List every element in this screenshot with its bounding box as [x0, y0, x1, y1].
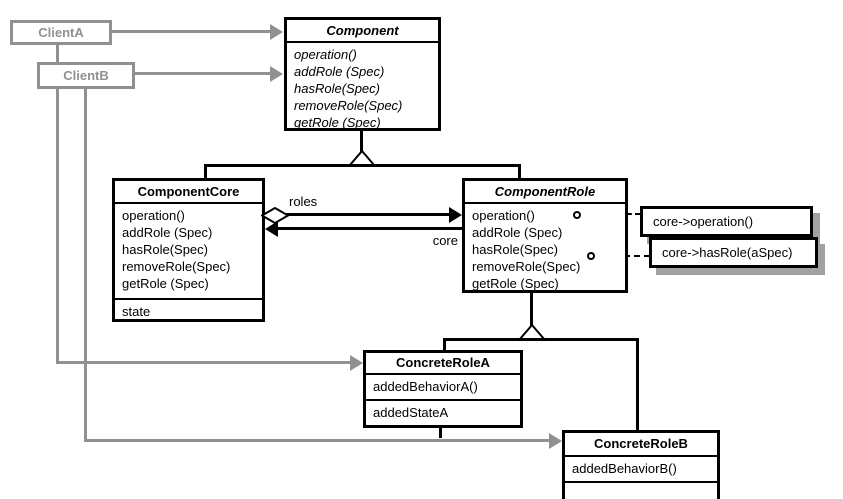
class-attributes: addedStateA [366, 399, 520, 425]
aggregation-diamond-icon [261, 207, 289, 224]
method: getRole (Spec) [122, 276, 209, 291]
method: operation() [472, 208, 535, 223]
core-edge-label: core [432, 233, 458, 248]
association-core-line [278, 227, 462, 230]
class-attributes: state [115, 298, 262, 324]
arrowhead-right-icon [449, 207, 462, 223]
inheritance-drop-core [204, 164, 207, 178]
component-inheritance-stem [360, 131, 363, 153]
method: operation() [294, 47, 357, 62]
class-title: ConcreteRoleA [366, 353, 520, 375]
class-title: Component [287, 20, 438, 43]
attribute: addedStateA [373, 405, 449, 420]
client-b-label: ClientB [63, 68, 109, 83]
method: removeRole(Spec) [472, 259, 581, 274]
note-anchor-dot-icon [573, 211, 581, 219]
inheritance-drop-rolea [443, 338, 446, 350]
client-box-a: ClientA [10, 20, 112, 45]
inheritance-triangle-icon [519, 324, 545, 340]
class-title: ComponentRole [465, 181, 625, 204]
method: addedBehaviorB() [572, 461, 677, 476]
clienta-to-concreterolea-line [56, 361, 352, 364]
method: removeRole(Spec) [294, 98, 403, 113]
class-title: ConcreteRoleB [565, 433, 717, 457]
concreterolea-bottom-stub [439, 428, 442, 438]
method: addedBehaviorA() [373, 379, 478, 394]
note-text: core->hasRole(aSpec) [662, 245, 793, 260]
roles-edge-label: roles [289, 194, 318, 209]
method: removeRole(Spec) [122, 259, 231, 274]
class-methods: operation() addRole (Spec) hasRole(Spec)… [115, 204, 262, 298]
clientb-to-component-line [133, 72, 271, 75]
role-inheritance-stem [530, 293, 533, 327]
association-roles-line [286, 213, 451, 216]
method: hasRole(Spec) [472, 242, 558, 257]
note-core-operation: core->operation() [640, 206, 813, 237]
class-concrete-role-b: ConcreteRoleB addedBehaviorB() [562, 430, 720, 499]
inheritance-drop-role [518, 164, 521, 178]
method: hasRole(Spec) [122, 242, 208, 257]
class-attributes [565, 481, 717, 483]
arrowhead-right-icon [350, 355, 363, 371]
note-text: core->operation() [653, 214, 754, 229]
method: operation() [122, 208, 185, 223]
method: addRole (Spec) [122, 225, 213, 240]
method: getRole (Spec) [472, 276, 559, 291]
method: hasRole(Spec) [294, 81, 380, 96]
class-methods: operation() addRole (Spec) hasRole(Spec)… [465, 204, 625, 292]
class-component-core: ComponentCore operation() addRole (Spec)… [112, 178, 265, 322]
note-core-hasrole: core->hasRole(aSpec) [649, 237, 818, 268]
method: getRole (Spec) [294, 115, 381, 130]
arrowhead-left-icon [265, 221, 278, 237]
class-component-role: ComponentRole operation() addRole (Spec)… [462, 178, 628, 293]
class-component: Component operation() addRole (Spec) has… [284, 17, 441, 131]
client-a-label: ClientA [38, 25, 84, 40]
inheritance-triangle-icon [349, 150, 375, 166]
method: addRole (Spec) [294, 64, 385, 79]
clienta-down-line [56, 44, 59, 364]
class-concrete-role-a: ConcreteRoleA addedBehaviorA() addedStat… [363, 350, 523, 428]
method: addRole (Spec) [472, 225, 563, 240]
class-methods: operation() addRole (Spec) hasRole(Spec)… [287, 43, 438, 131]
clienta-to-component-line [110, 30, 271, 33]
client-box-b: ClientB [37, 62, 135, 89]
clientb-to-concreteroleb-line [84, 439, 551, 442]
arrowhead-right-icon [549, 433, 562, 449]
attribute: state [122, 304, 151, 319]
class-title: ComponentCore [115, 181, 262, 204]
class-methods: addedBehaviorA() [366, 375, 520, 399]
arrowhead-right-icon [270, 24, 283, 40]
note-anchor-dot-icon [587, 252, 595, 260]
clientb-down-line [84, 88, 87, 442]
class-methods: addedBehaviorB() [565, 457, 717, 481]
inheritance-drop-roleb [636, 338, 639, 431]
arrowhead-right-icon [270, 66, 283, 82]
